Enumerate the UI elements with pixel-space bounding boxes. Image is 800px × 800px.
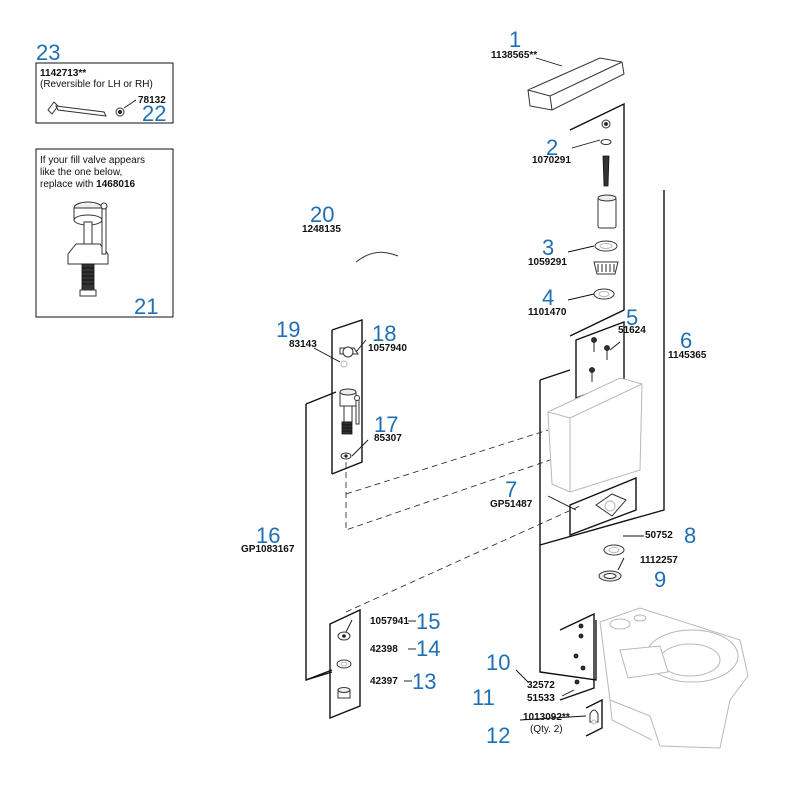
part-10: 32572	[527, 680, 555, 691]
inset-fill-valve-box	[35, 148, 174, 318]
leader-lines	[123, 57, 644, 721]
part-20: 1248135	[302, 224, 341, 235]
fill-valve-note-prefix: replace with	[40, 179, 96, 190]
part-12-note: (Qty. 2)	[530, 724, 563, 735]
callout-16-number: 16	[256, 523, 280, 548]
callout-23-number: 23	[36, 40, 60, 65]
bolt-cap-frame	[585, 698, 603, 737]
toilet-bowl	[599, 607, 749, 749]
callout-14-number: 14	[416, 636, 440, 661]
fill-valve-note-line-2: like the one below,	[40, 167, 122, 178]
callout-4-number: 4	[542, 285, 554, 310]
callout-numbers: 23 22 21 20 1 2 3 4 5 6 7 8 9 10 11 12 1…	[36, 27, 696, 748]
part-17: 85307	[374, 433, 402, 444]
trip-lever-illustration	[47, 101, 125, 117]
fill-valve-replacement-part: 1468016	[96, 179, 135, 190]
callout-9-number: 9	[654, 567, 666, 592]
fill-valve-frame	[305, 319, 363, 720]
fill-valve-note: If your fill valve appears like the one …	[40, 155, 145, 190]
callout-10-number: 10	[486, 650, 510, 675]
part-numbers: 1142713** (Reversible for LH or RH) 7813…	[40, 50, 707, 735]
callout-22-number: 22	[142, 101, 166, 126]
part-18: 1057940	[368, 343, 407, 354]
callout-6-number: 6	[680, 328, 692, 353]
part-19: 83143	[289, 339, 317, 350]
part-4: 1101470	[528, 307, 567, 318]
inset-trip-lever-box	[35, 62, 174, 124]
callout-5-number: 5	[626, 305, 638, 330]
part-9: 1112257	[640, 555, 678, 566]
flush-valve-frame	[569, 102, 625, 337]
callout-19-number: 19	[276, 317, 300, 342]
toilet-tank	[547, 377, 643, 493]
bowl-bolt-frame	[559, 612, 595, 701]
part-14: 42398	[370, 644, 398, 655]
tank-to-bowl-washers	[598, 544, 625, 582]
callout-18-number: 18	[372, 321, 396, 346]
part-11: 51533	[527, 693, 555, 704]
callout-3-number: 3	[542, 235, 554, 260]
old-fill-valve-illustration	[67, 201, 109, 297]
fill-valve-note-line-1: If your fill valve appears	[40, 155, 145, 166]
part-23-note: (Reversible for LH or RH)	[40, 79, 153, 90]
callout-15-number: 15	[416, 609, 440, 634]
part-2: 1070291	[532, 155, 571, 166]
flush-valve-stack	[593, 119, 619, 300]
callout-13-number: 13	[412, 669, 436, 694]
part-5: 51624	[618, 325, 646, 336]
callout-7-number: 7	[505, 477, 517, 502]
flush-valve-gasket-frame	[569, 476, 637, 537]
part-22: 78132	[138, 95, 166, 106]
part-8: 50752	[645, 530, 673, 541]
tank-lid	[527, 57, 625, 111]
part-1: 1138565**	[491, 50, 537, 61]
fill-valve-note-line-3: replace with 1468016	[40, 179, 136, 190]
callout-21-number: 21	[134, 294, 158, 319]
part-6: 1145365	[668, 350, 707, 361]
part-23: 1142713**	[40, 68, 86, 79]
part-13: 42397	[370, 676, 398, 687]
callout-1-number: 1	[509, 27, 521, 52]
part-3: 1059291	[528, 257, 567, 268]
refill-tube	[355, 251, 399, 263]
part-15: 1057941	[370, 616, 409, 627]
tank-frame	[539, 190, 665, 681]
callout-12-number: 12	[486, 723, 510, 748]
part-7: GP51487	[490, 499, 533, 510]
part-12: 1013092**	[523, 712, 570, 723]
callout-11-number: 11	[472, 685, 495, 710]
part-16: GP1083167	[241, 544, 295, 555]
callout-8-number: 8	[684, 523, 696, 548]
supply-dashed-lines	[345, 429, 581, 613]
callout-17-number: 17	[374, 412, 398, 437]
callout-20-number: 20	[310, 202, 334, 227]
callout-2-number: 2	[546, 135, 558, 160]
